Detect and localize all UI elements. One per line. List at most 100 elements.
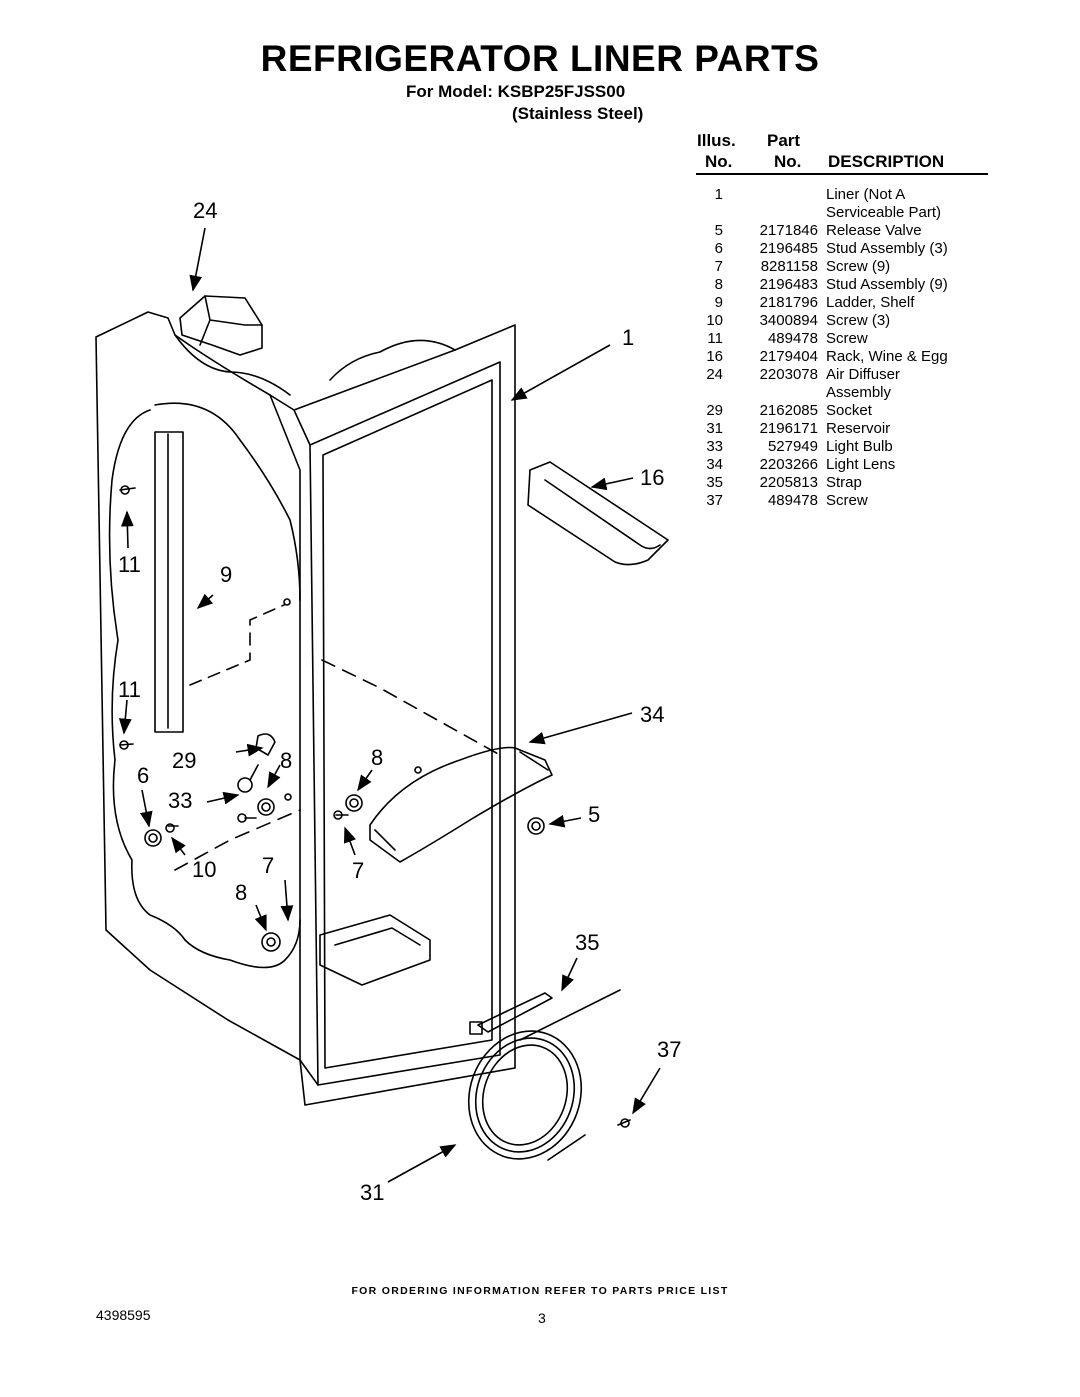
callout-11: 11 [118, 677, 141, 702]
illus-no: 1 [714, 186, 723, 203]
callout-8: 8 [371, 745, 383, 770]
illus-no: 11 [707, 330, 723, 347]
parts-row: 6 2196485 Stud Assembly (3) [696, 240, 996, 258]
callout-7: 7 [262, 853, 274, 878]
callout-6: 6 [137, 763, 149, 788]
part-description: Screw (9) [826, 258, 891, 275]
callout-34: 34 [640, 702, 664, 727]
part-description: Light Bulb [826, 438, 893, 455]
bottom-tray [319, 914, 431, 986]
parts-row: 16 2179404 Rack, Wine & Egg [696, 348, 996, 366]
air-diffuser [179, 295, 263, 356]
wall-contour [108, 409, 301, 969]
illus-no: 7 [714, 258, 723, 275]
callout-16: 16 [640, 465, 664, 490]
part-no: 3400894 [759, 312, 818, 329]
callout-10: 10 [192, 857, 216, 882]
illus-no: 35 [706, 474, 723, 491]
light-bulb [237, 777, 253, 793]
part-description: Release Valve [826, 222, 922, 239]
part-description: Stud Assembly (9) [826, 276, 948, 293]
part-description: Stud Assembly (3) [826, 240, 948, 257]
part-no: 2203078 [759, 366, 818, 383]
part-description: Ladder, Shelf [826, 294, 915, 311]
callout-37: 37 [657, 1037, 681, 1062]
illus-no: 33 [706, 438, 723, 455]
part-description: Light Lens [826, 456, 896, 473]
callout-5: 5 [588, 802, 600, 827]
callout-31: 31 [360, 1180, 384, 1205]
parts-row: 11 489478 Screw [696, 330, 996, 348]
header-part-top: Part [767, 131, 801, 150]
callout-7: 7 [352, 858, 364, 883]
ladder-shelf [154, 431, 184, 733]
parts-row: 24 2203078 Air Diffuser [696, 366, 996, 384]
document-number: 4398595 [96, 1307, 151, 1323]
illus-no: 6 [714, 240, 723, 257]
part-description: Screw [826, 330, 868, 347]
part-no: 2181796 [759, 294, 818, 311]
illus-no: 31 [706, 420, 723, 437]
part-description: Liner (Not A [826, 186, 906, 203]
part-no: 2205813 [759, 474, 818, 491]
part-no: 2179404 [759, 348, 818, 365]
callout-35: 35 [575, 930, 599, 955]
callout-33: 33 [168, 788, 192, 813]
part-no: 2196171 [759, 420, 818, 437]
part-no: 2162085 [759, 402, 818, 419]
callout-9: 9 [220, 562, 232, 587]
part-description: Reservoir [826, 420, 891, 437]
header-illus-bottom: No. [705, 152, 733, 171]
header-description: DESCRIPTION [828, 152, 945, 171]
callout-24: 24 [193, 198, 217, 223]
part-no: 2196485 [759, 240, 818, 257]
variant-line: (Stainless Steel) [512, 104, 644, 123]
liner-inner-frame [322, 379, 493, 1069]
part-description: Strap [826, 474, 862, 491]
illus-no: 8 [714, 276, 723, 293]
parts-row: 33 527949 Light Bulb [696, 438, 996, 456]
page-title: REFRIGERATOR LINER PARTS [260, 38, 820, 79]
liner-front-frame [309, 361, 501, 1086]
callout-8: 8 [280, 748, 292, 773]
part-description: Rack, Wine & Egg [826, 348, 948, 365]
parts-row: 29 2162085 Socket [696, 402, 996, 420]
page-number: 3 [538, 1310, 546, 1326]
callout-11: 11 [118, 552, 141, 577]
part-no: 2203266 [759, 456, 818, 473]
illus-no: 29 [706, 402, 723, 419]
parts-row: 9 2181796 Ladder, Shelf [696, 294, 996, 312]
strap [477, 992, 553, 1033]
callout-1: 1 [622, 325, 634, 350]
illus-no: 16 [706, 348, 723, 365]
callout-8: 8 [235, 880, 247, 905]
model-line: For Model: KSBP25FJSS00 [406, 82, 626, 101]
stud-assembly [144, 829, 162, 847]
stud-assembly [257, 798, 275, 816]
parts-row: 1 Liner (Not A [696, 186, 996, 204]
reservoir-coil [467, 1030, 583, 1160]
header-part-bottom: No. [774, 152, 802, 171]
part-no: 489478 [767, 330, 818, 347]
illus-no: 34 [706, 456, 723, 473]
part-description: Screw (3) [826, 312, 891, 329]
illus-no: 9 [714, 294, 723, 311]
header-rule [696, 173, 988, 175]
parts-row: Serviceable Part) [696, 204, 996, 222]
parts-row: 31 2196171 Reservoir [696, 420, 996, 438]
stud-assembly [345, 794, 363, 812]
stud-assembly [261, 932, 281, 952]
illus-no: 37 [706, 492, 723, 509]
part-no: 527949 [767, 438, 818, 455]
part-description: Assembly [826, 384, 892, 401]
parts-row: 34 2203266 Light Lens [696, 456, 996, 474]
part-description: Air Diffuser [826, 366, 900, 383]
illus-no: 24 [706, 366, 723, 383]
header-illus-top: Illus. [697, 131, 736, 150]
part-description: Socket [826, 402, 872, 419]
liner-outline [95, 311, 516, 1106]
